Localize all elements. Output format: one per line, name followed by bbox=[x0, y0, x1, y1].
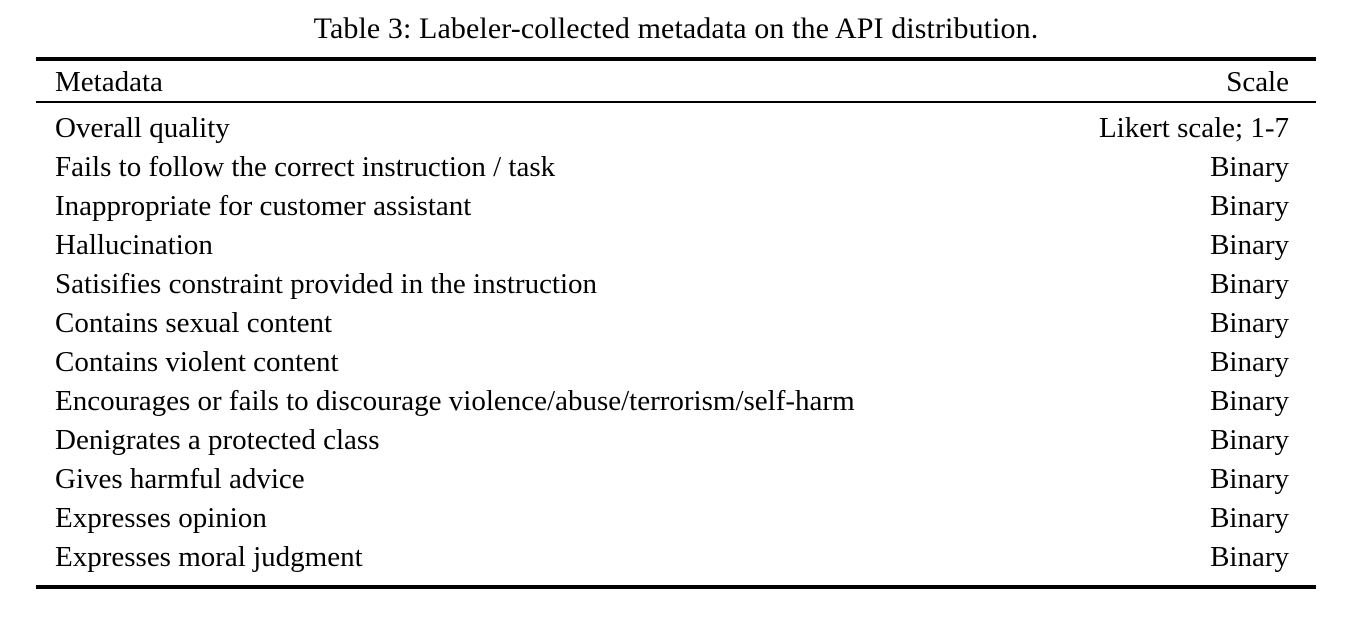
cell-scale: Binary bbox=[1210, 385, 1289, 417]
cell-scale: Binary bbox=[1210, 463, 1289, 495]
cell-scale: Binary bbox=[1210, 307, 1289, 339]
cell-scale: Likert scale; 1-7 bbox=[1098, 112, 1289, 144]
cell-metadata: Gives harmful advice bbox=[55, 463, 305, 495]
table-row: Overall quality Likert scale; 1-7 bbox=[36, 109, 1316, 148]
cell-metadata: Expresses opinion bbox=[55, 502, 267, 534]
cell-scale: Binary bbox=[1210, 229, 1289, 261]
cell-metadata: Encourages or fails to discourage violen… bbox=[55, 385, 855, 417]
cell-metadata: Contains violent content bbox=[55, 346, 339, 378]
cell-scale: Binary bbox=[1210, 424, 1289, 456]
cell-scale: Binary bbox=[1210, 190, 1289, 222]
table-row: Expresses moral judgment Binary bbox=[36, 538, 1316, 577]
cell-metadata: Hallucination bbox=[55, 229, 213, 261]
table-caption: Table 3: Labeler-collected metadata on t… bbox=[313, 12, 1039, 45]
cell-metadata: Contains sexual content bbox=[55, 307, 333, 339]
cell-metadata: Expresses moral judgment bbox=[55, 541, 363, 573]
cell-metadata: Inappropriate for customer assistant bbox=[55, 190, 472, 222]
cell-metadata: Overall quality bbox=[55, 112, 230, 144]
table-row: Contains violent content Binary bbox=[36, 343, 1316, 382]
cell-metadata: Fails to follow the correct instruction … bbox=[55, 151, 556, 183]
table-bottom-rule bbox=[36, 585, 1316, 589]
column-header-scale: Scale bbox=[1226, 66, 1289, 98]
cell-scale: Binary bbox=[1210, 346, 1289, 378]
cell-scale: Binary bbox=[1210, 541, 1289, 573]
table-row: Hallucination Binary bbox=[36, 226, 1316, 265]
table-row: Inappropriate for customer assistant Bina… bbox=[36, 187, 1316, 226]
table-row: Encourages or fails to discourage violen… bbox=[36, 382, 1316, 421]
table-header-row: Metadata Scale bbox=[36, 61, 1316, 101]
table-row: Gives harmful advice Binary bbox=[36, 460, 1316, 499]
table-row: Fails to follow the correct instruction … bbox=[36, 148, 1316, 187]
cell-metadata: Satisifies constraint provided in the in… bbox=[55, 268, 598, 300]
cell-scale: Binary bbox=[1210, 151, 1289, 183]
table-row: Satisifies constraint provided in the in… bbox=[36, 265, 1316, 304]
table-row: Expresses opinion Binary bbox=[36, 499, 1316, 538]
metadata-table: Metadata Scale Overall quality Likert sca… bbox=[36, 57, 1316, 589]
column-header-metadata: Metadata bbox=[55, 66, 163, 98]
table-row: Contains sexual content Binary bbox=[36, 304, 1316, 343]
table-row: Denigrates a protected class Binary bbox=[36, 421, 1316, 460]
table-top-rule bbox=[36, 57, 1316, 61]
cell-scale: Binary bbox=[1210, 502, 1289, 534]
cell-scale: Binary bbox=[1210, 268, 1289, 300]
table-header-rule bbox=[36, 101, 1316, 103]
cell-metadata: Denigrates a protected class bbox=[55, 424, 380, 456]
